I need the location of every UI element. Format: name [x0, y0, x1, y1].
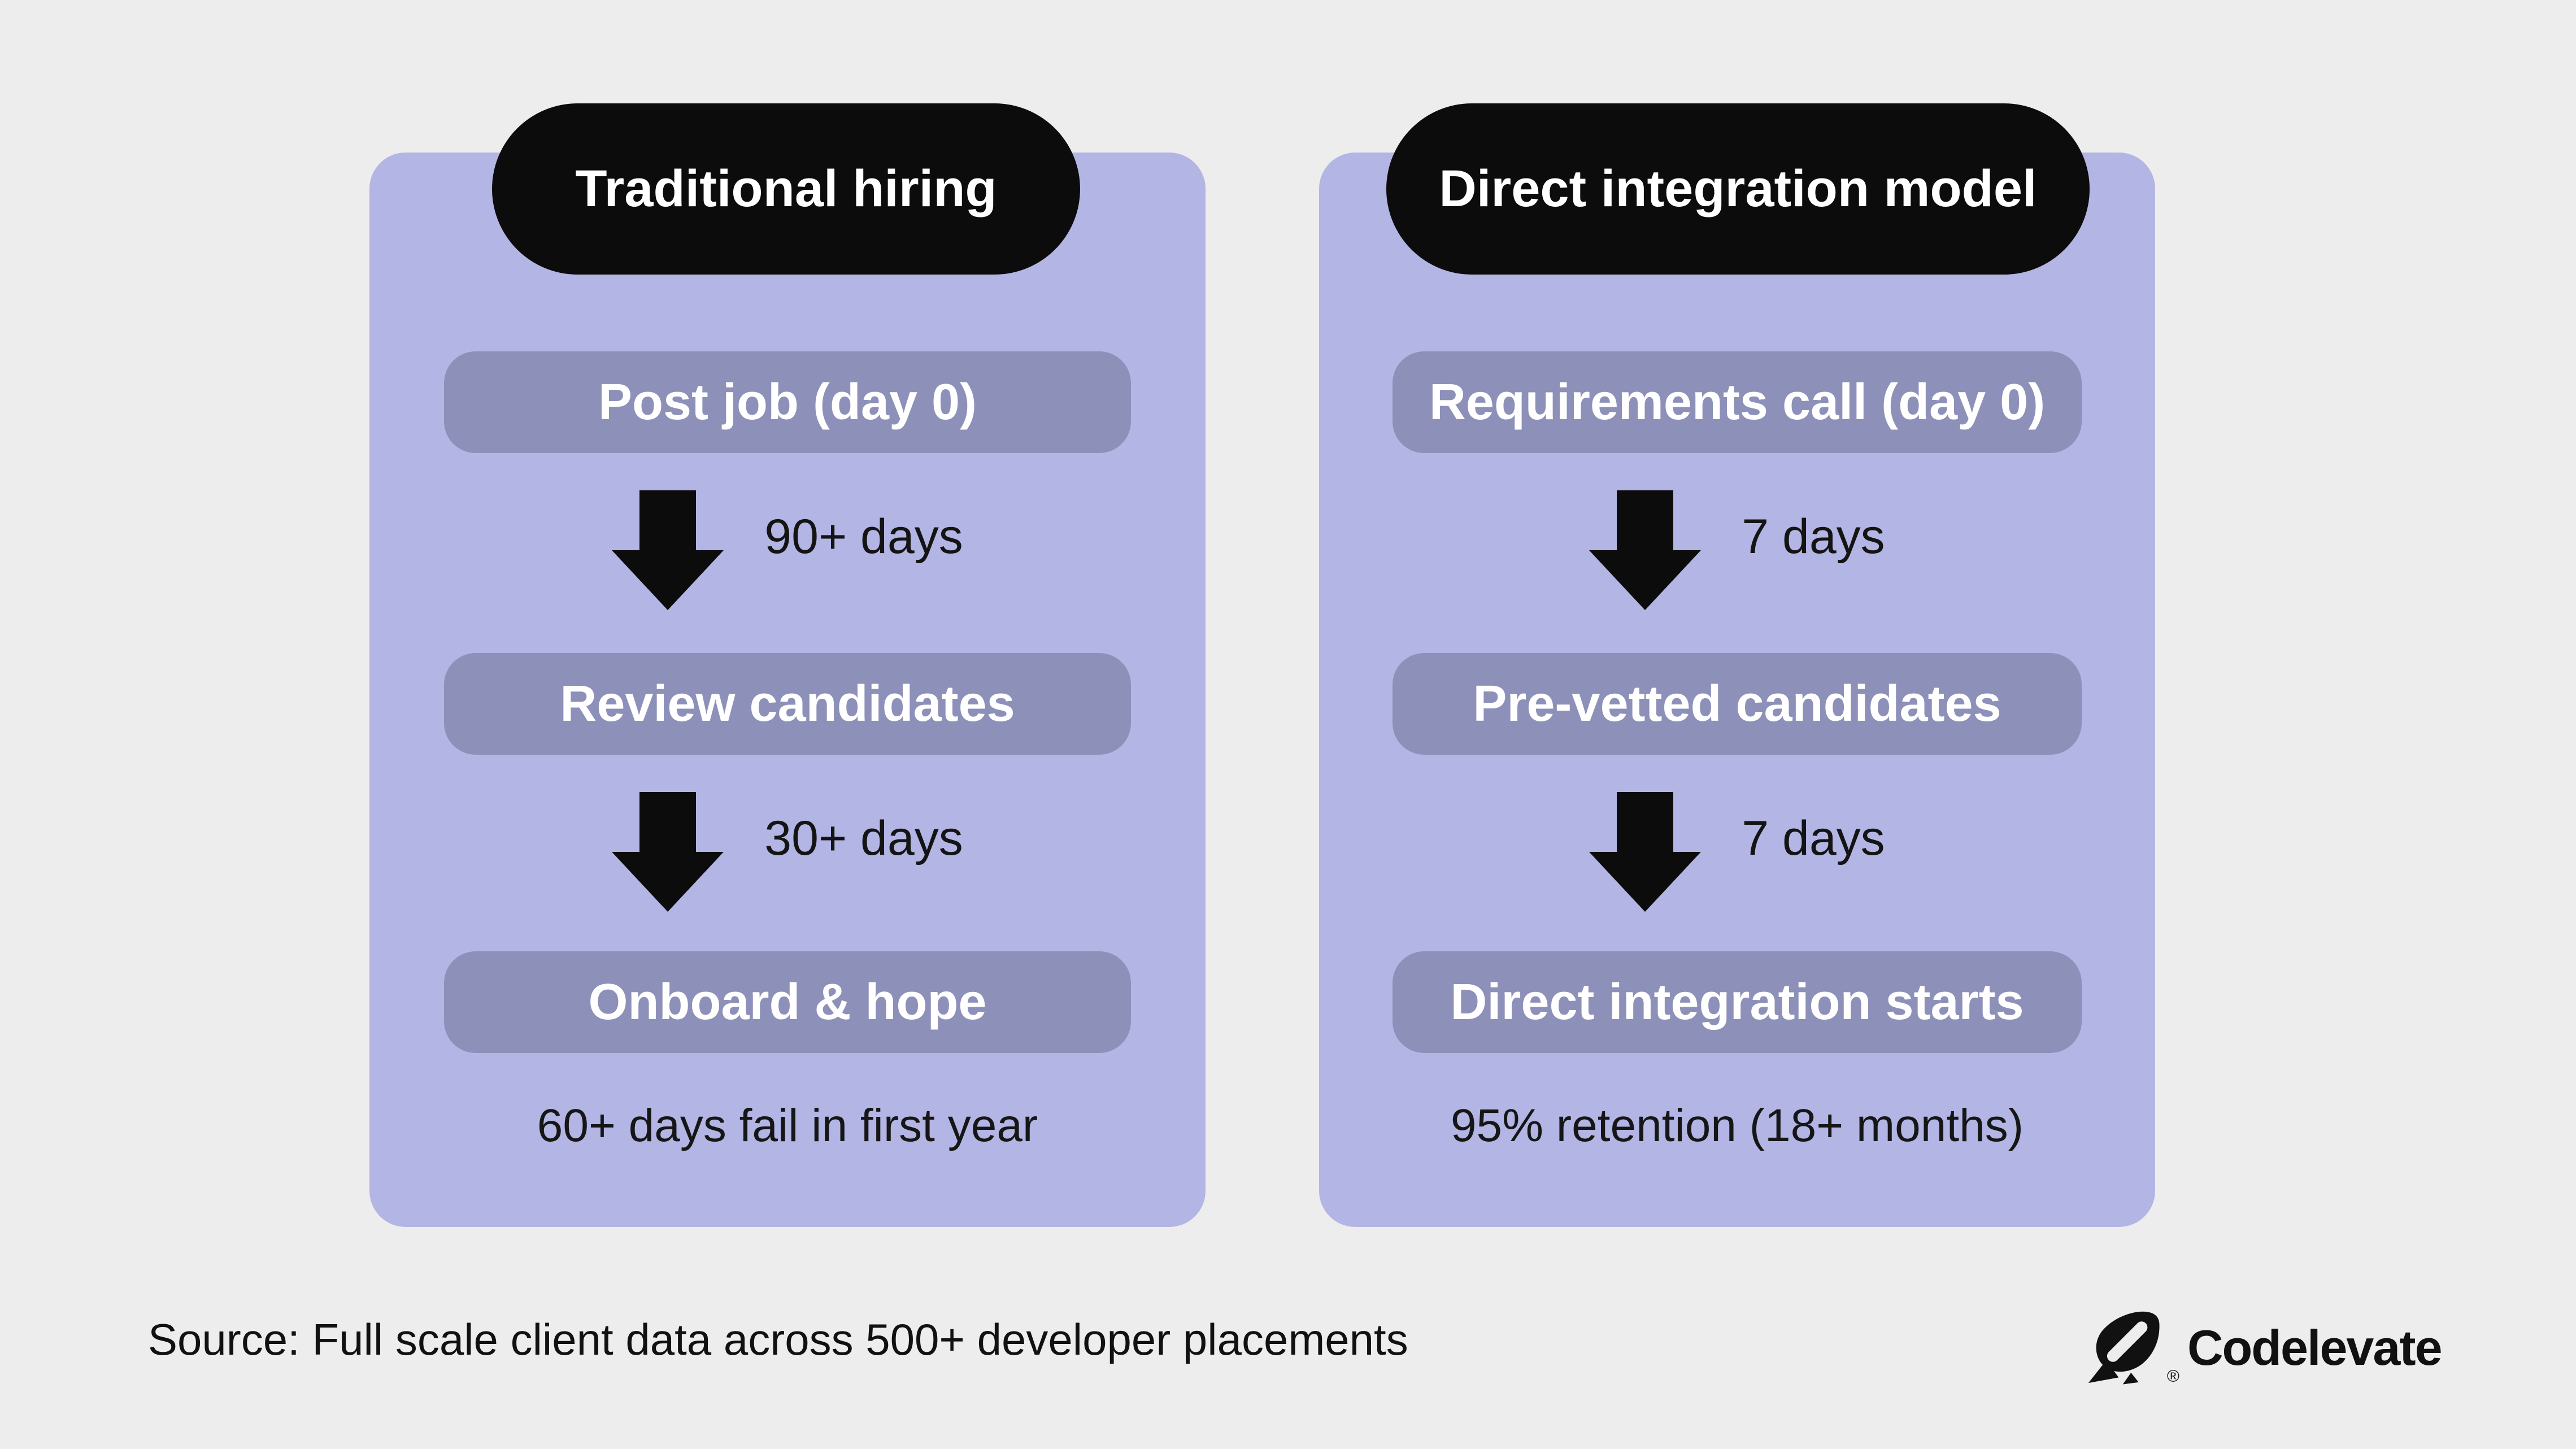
- step-pill: Direct integration starts: [1393, 951, 2082, 1053]
- duration-label: 7 days: [1742, 509, 1885, 564]
- flow-gap: 7 days: [1319, 791, 2155, 912]
- header-pill-traditional: Traditional hiring: [492, 103, 1080, 275]
- duration-label: 30+ days: [764, 811, 963, 865]
- registered-mark: ®: [2166, 1367, 2179, 1386]
- step-pill: Post job (day 0): [444, 351, 1131, 453]
- header-label: Traditional hiring: [575, 160, 997, 217]
- step-pill: Review candidates: [444, 653, 1131, 755]
- source-note: Source: Full scale client data across 50…: [148, 1315, 1408, 1364]
- flow-gap: 7 days: [1319, 490, 2155, 610]
- card-footer-note: 95% retention (18+ months): [1450, 1100, 2024, 1151]
- flow-gap: 90+ days: [369, 490, 1206, 610]
- card-footer-note: 60+ days fail in first year: [537, 1100, 1038, 1151]
- flow-gap: 30+ days: [369, 791, 1206, 912]
- header-label: Direct integration model: [1439, 160, 2037, 217]
- duration-label: 7 days: [1742, 811, 1885, 865]
- duration-label: 90+ days: [764, 509, 963, 564]
- step-pill: Onboard & hope: [444, 951, 1131, 1053]
- arrow-down-icon: [1589, 792, 1702, 912]
- arrow-down-icon: [612, 792, 724, 912]
- card-traditional-hiring: Post job (day 0) 90+ days Review candida…: [369, 153, 1206, 1227]
- brand-name: Codelevate: [2187, 1320, 2443, 1376]
- step-pill: Requirements call (day 0): [1393, 351, 2082, 453]
- arrow-down-icon: [1589, 490, 1702, 610]
- brand-logo: ® Codelevate: [2086, 1306, 2443, 1390]
- rocket-icon: ®: [2086, 1306, 2179, 1390]
- header-pill-direct: Direct integration model: [1386, 103, 2090, 275]
- arrow-down-icon: [612, 490, 724, 610]
- step-pill: Pre-vetted candidates: [1393, 653, 2082, 755]
- card-direct-integration: Requirements call (day 0) 7 days Pre-vet…: [1319, 153, 2155, 1227]
